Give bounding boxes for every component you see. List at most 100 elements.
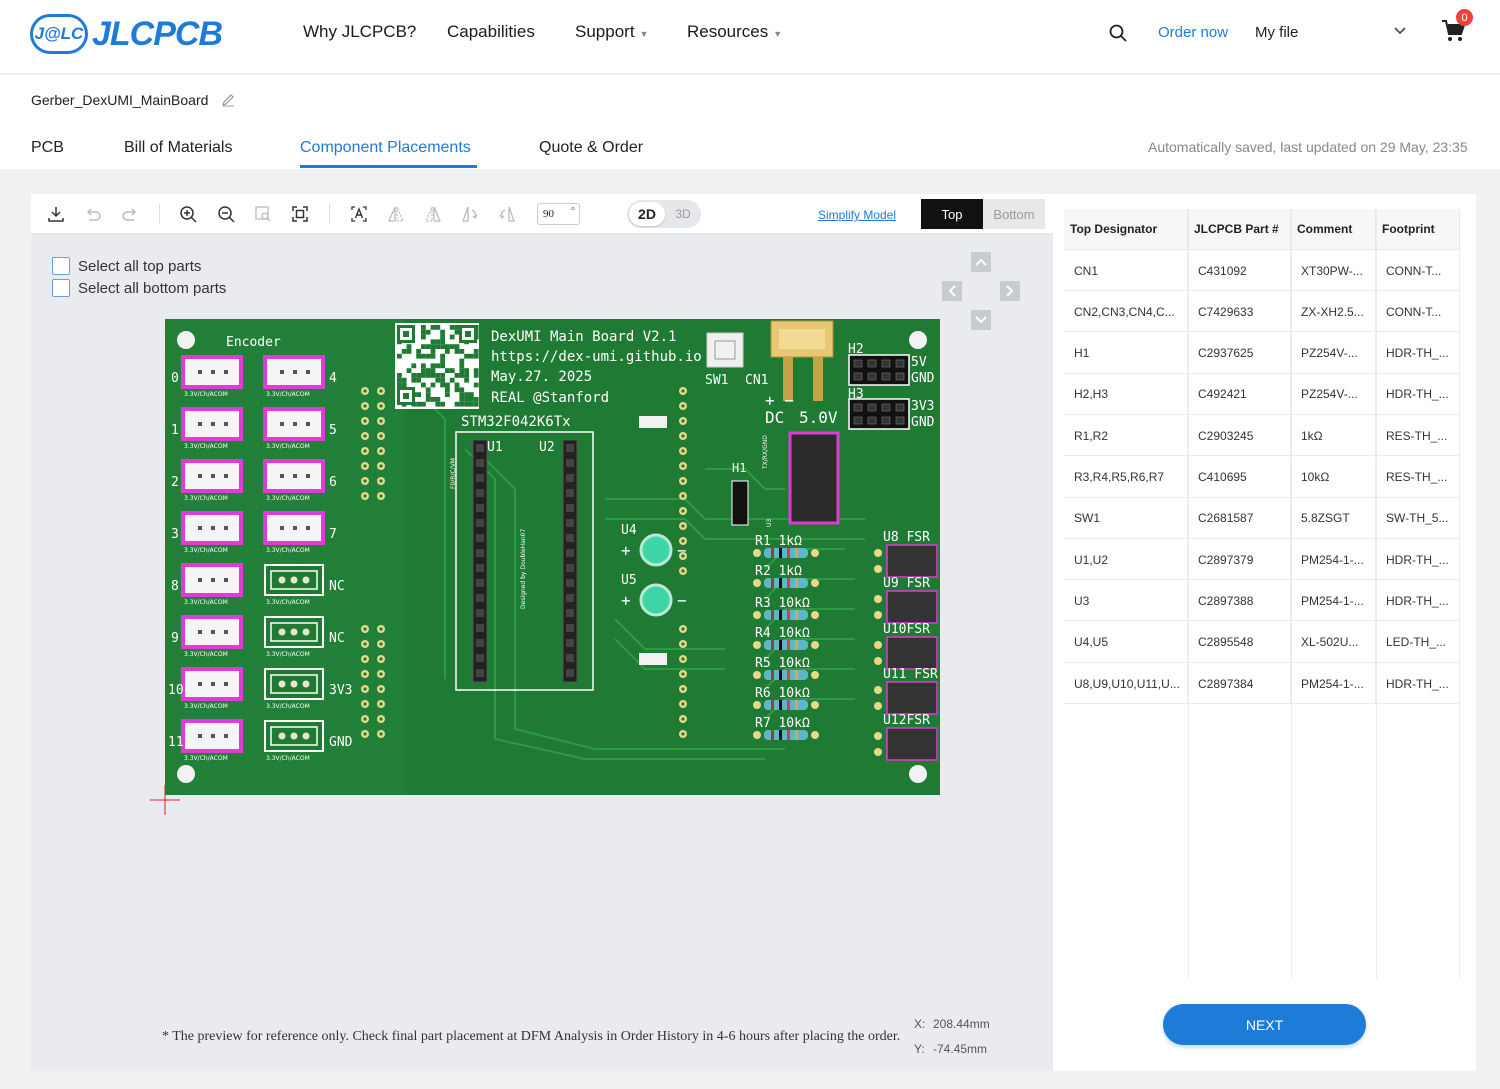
pan-up-button[interactable] <box>971 252 991 272</box>
select-bottom-label[interactable]: Select all bottom parts <box>78 280 227 297</box>
chevron-down-icon[interactable] <box>1393 26 1407 36</box>
simplify-model-link[interactable]: Simplify Model <box>818 208 897 222</box>
preview-disclaimer: * The preview for reference only. Check … <box>162 1029 901 1044</box>
order-now-link[interactable]: Order now <box>1158 24 1229 41</box>
download-icon[interactable] <box>46 204 66 224</box>
table-cell: R1,R2 <box>1064 415 1188 457</box>
u5-minus: − <box>677 591 687 610</box>
pcb-title-line: May.27. 2025 <box>491 369 592 385</box>
smd-pad <box>639 416 667 428</box>
connector-caption: 3.3V/Ch/ACOM <box>266 495 310 502</box>
select-top-checkbox[interactable] <box>52 257 70 275</box>
fsr-label: U9 FSR <box>883 576 930 591</box>
flip-horizontal-icon[interactable] <box>386 204 406 224</box>
logo-text: JLCPCB <box>92 14 223 53</box>
undo-icon[interactable] <box>83 204 103 224</box>
text-select-icon[interactable] <box>349 204 369 224</box>
rotate-cw-icon[interactable] <box>460 204 480 224</box>
nav-why-jlcpcb[interactable]: Why JLCPCB? <box>303 22 416 42</box>
uart-pin-label: TX/RX/GND <box>762 435 769 470</box>
col-header-part[interactable]: JLCPCB Part # <box>1188 209 1291 250</box>
encoder-index-label: 9 <box>171 631 179 646</box>
zoom-in-icon[interactable] <box>178 204 198 224</box>
table-cell: CN2,CN3,CN4,C... <box>1064 291 1188 333</box>
view-2d-button[interactable]: 2D <box>629 202 665 226</box>
h1-label: H1 <box>732 461 746 475</box>
connector-caption: 3.3V/Ch/ACOM <box>266 547 310 554</box>
resistor-label: R1 1kΩ <box>755 534 802 549</box>
tab-pcb[interactable]: PCB <box>31 139 64 156</box>
table-cell: U1,U2 <box>1064 539 1188 581</box>
sw1-label: SW1 <box>705 373 728 388</box>
col-header-designator[interactable]: Top Designator <box>1064 209 1188 250</box>
encoder-index-label: 8 <box>171 579 179 594</box>
h2-label: H2 <box>848 342 864 357</box>
my-file-menu[interactable]: My file <box>1255 24 1299 41</box>
tab-bill-of-materials[interactable]: Bill of Materials <box>124 139 233 156</box>
side-bottom-button[interactable]: Bottom <box>983 199 1045 229</box>
select-bottom-checkbox[interactable] <box>52 279 70 297</box>
header-label-5v: 5V <box>911 355 927 370</box>
zoom-area-icon[interactable] <box>253 204 273 224</box>
table-cell: C2897379 <box>1188 539 1291 581</box>
sw1-switch-body <box>714 340 736 360</box>
jlcpcb-logo[interactable]: J@LC JLCPCB <box>30 12 240 56</box>
fit-view-icon[interactable] <box>290 204 310 224</box>
select-top-label[interactable]: Select all top parts <box>78 258 202 275</box>
pan-down-button[interactable] <box>971 310 991 330</box>
encoder-index-label: 6 <box>329 475 337 490</box>
tab-quote-order[interactable]: Quote & Order <box>539 139 644 156</box>
fsr-label: U10FSR <box>883 622 930 637</box>
chevron-left-icon <box>948 285 956 297</box>
encoder-connector: 3.3V/Ch/ACOM NC <box>264 564 345 606</box>
col-header-footprint[interactable]: Footprint <box>1376 209 1460 250</box>
tab-component-placements[interactable]: Component Placements <box>300 139 471 156</box>
nav-label: Why JLCPCB? <box>303 22 417 41</box>
nav-support[interactable]: Support▼ <box>575 22 648 42</box>
edit-pencil-icon[interactable] <box>221 93 235 107</box>
table-cell: HDR-TH_... <box>1376 663 1460 704</box>
nav-resources[interactable]: Resources▼ <box>687 22 782 42</box>
mounting-hole <box>177 765 195 783</box>
pcb-board-preview[interactable]: Encoder 3.3V/Ch/ACOM03.3V/Ch/ACOM43.3V/C… <box>165 319 940 795</box>
pan-left-button[interactable] <box>942 281 962 301</box>
table-cell: C2895548 <box>1188 621 1291 663</box>
column-divider <box>1291 209 1292 979</box>
connector-caption: 3.3V/Ch/ACOM <box>184 495 228 502</box>
zoom-out-icon[interactable] <box>216 204 236 224</box>
next-button[interactable]: NEXT <box>1163 1004 1366 1045</box>
encoder-index-label: NC <box>329 579 345 594</box>
rotate-ccw-icon[interactable] <box>497 204 517 224</box>
rotation-angle-input[interactable]: 90° <box>537 203 580 225</box>
table-cell: PZ254V-... <box>1291 332 1376 374</box>
nav-capabilities[interactable]: Capabilities <box>447 22 535 42</box>
search-icon[interactable] <box>1108 23 1128 43</box>
redo-icon[interactable] <box>120 204 140 224</box>
connector-caption: 3.3V/Ch/ACOM <box>266 599 310 606</box>
flip-vertical-icon[interactable] <box>423 204 443 224</box>
side-top-button[interactable]: Top <box>921 199 983 229</box>
project-filename: Gerber_DexUMI_MainBoard <box>31 92 209 108</box>
view-3d-button[interactable]: 3D <box>675 207 691 221</box>
connector-caption: 3.3V/Ch/ACOM <box>184 703 228 710</box>
col-header-comment[interactable]: Comment <box>1291 209 1376 250</box>
table-cell: PM254-1-... <box>1291 663 1376 704</box>
pan-right-button[interactable] <box>1000 281 1020 301</box>
power-header-blocks <box>848 354 910 430</box>
fsr-label: U12FSR <box>883 713 930 728</box>
placement-viewer[interactable]: 90° 2D 3D Simplify Model Top Bottom Sele… <box>31 194 1053 1071</box>
